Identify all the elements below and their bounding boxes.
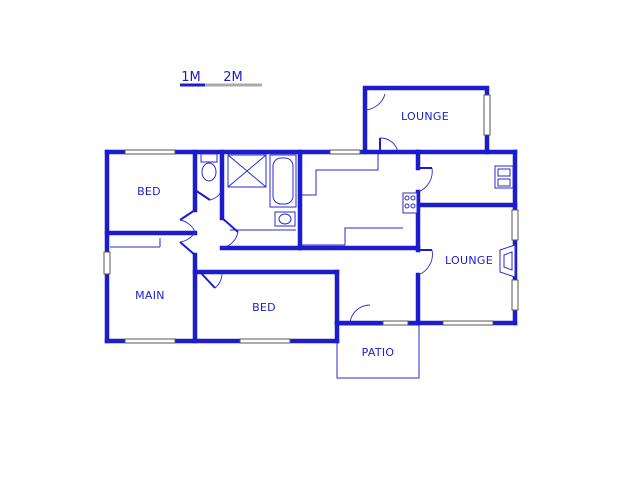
doors <box>179 88 433 324</box>
sink-icon <box>494 165 514 189</box>
scale-label-2m: 2M <box>223 70 243 85</box>
room-label-lounge-right: LOUNGE <box>445 254 493 267</box>
walls <box>104 85 518 344</box>
fixtures <box>200 153 516 278</box>
toilet-bowl-icon <box>201 162 217 182</box>
room-label-bed-bottom: BED <box>252 301 276 314</box>
interior-lines <box>110 150 403 248</box>
room-label-main: MAIN <box>135 289 165 302</box>
room-label-patio: PATIO <box>362 346 395 359</box>
stove-icon <box>402 192 418 214</box>
windows <box>103 94 519 344</box>
room-label-bed-left: BED <box>137 185 161 198</box>
scale-bar: 1M 2M <box>180 70 262 87</box>
fireplace-icon <box>499 244 516 278</box>
scale-label-1m: 1M <box>181 70 201 85</box>
toilet-cistern-icon <box>200 153 218 163</box>
room-labels: LOUNGE BED LOUNGE MAIN BED PATIO <box>135 110 493 359</box>
room-label-lounge-top: LOUNGE <box>401 110 449 123</box>
